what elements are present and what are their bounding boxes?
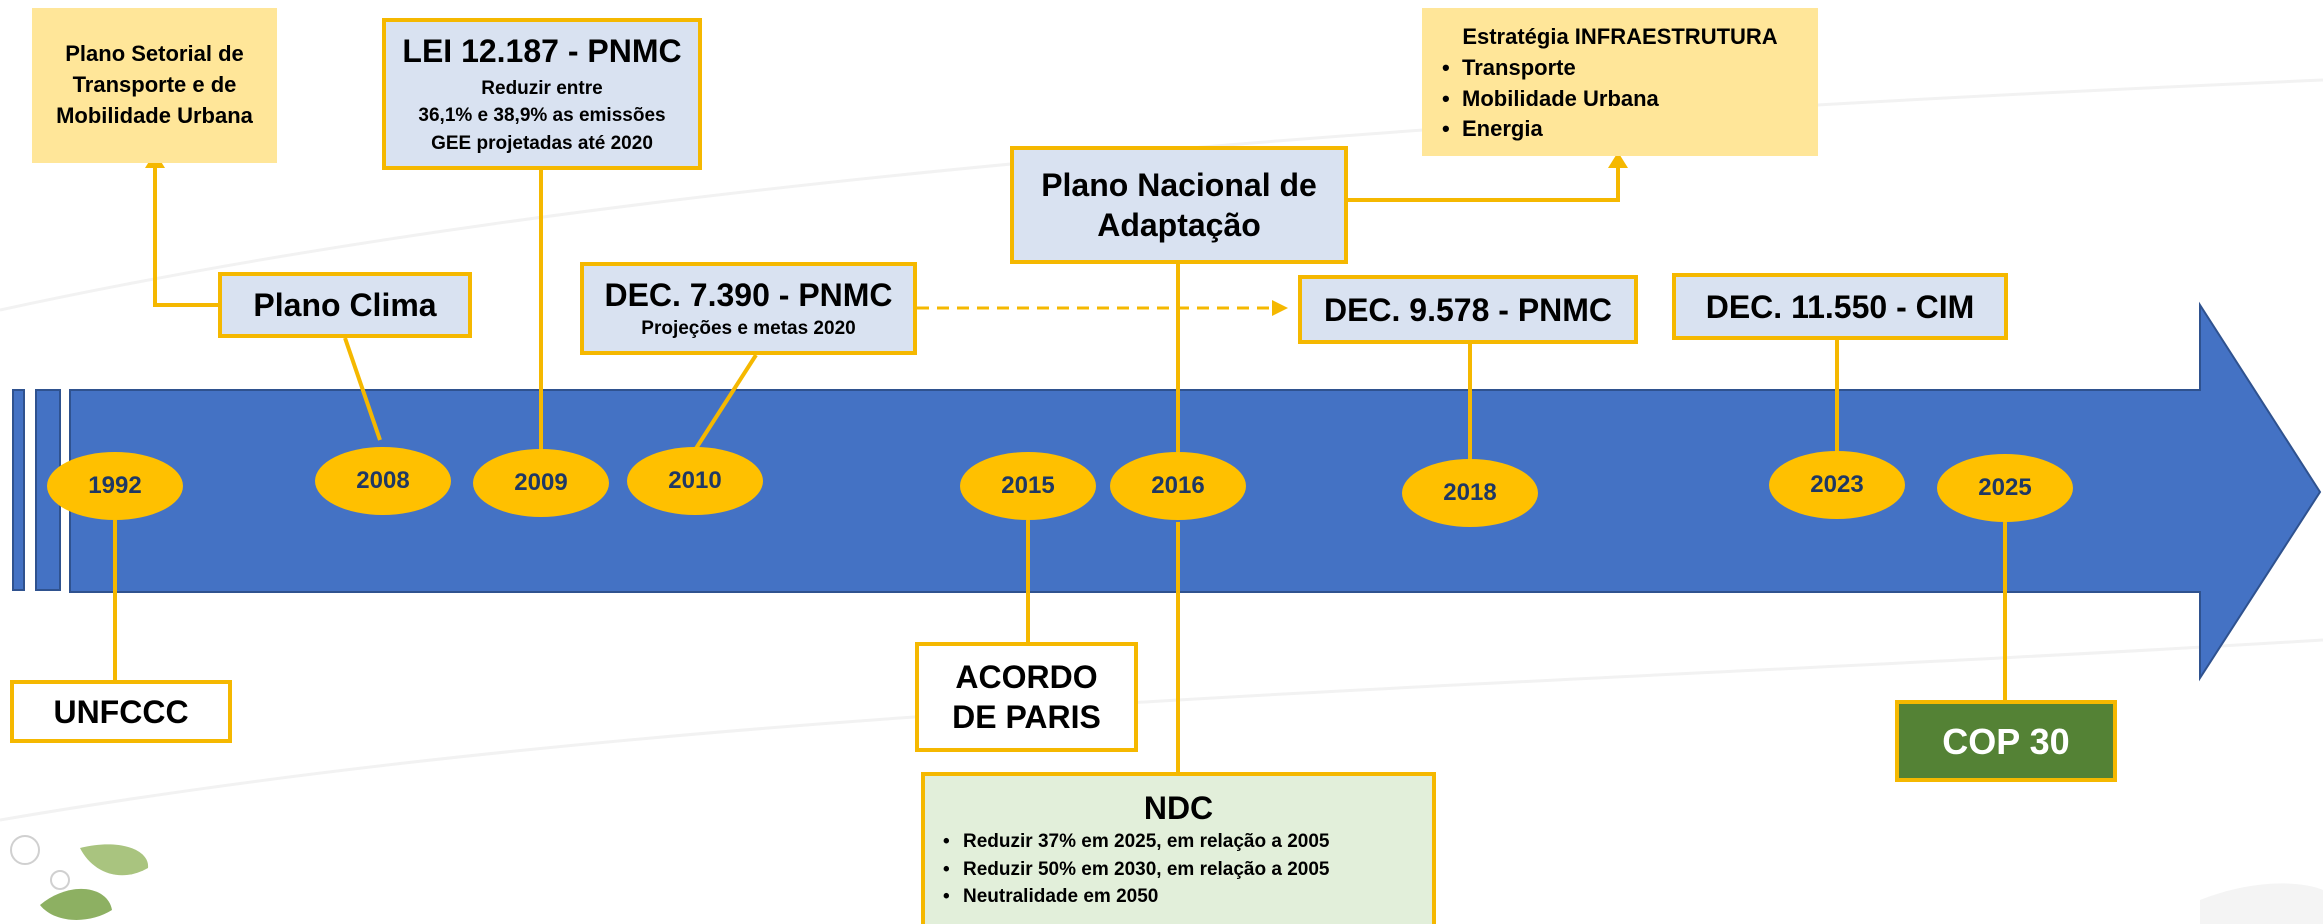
estrategia-list: Transporte Mobilidade Urbana Energia bbox=[1440, 53, 1800, 145]
plano-nacional-text: Plano Nacional de Adaptação bbox=[1041, 167, 1317, 243]
connector-lines bbox=[113, 162, 2007, 772]
plano-clima-text: Plano Clima bbox=[253, 287, 437, 323]
year-marker-2008: 2008 bbox=[315, 447, 451, 515]
cop30-box: COP 30 bbox=[1895, 700, 2117, 782]
unfccc-box: UNFCCC bbox=[10, 680, 232, 743]
year-marker-1992: 1992 bbox=[47, 452, 183, 520]
dec-7390-box: DEC. 7.390 - PNMC Projeções e metas 2020 bbox=[580, 262, 917, 355]
year-marker-2010: 2010 bbox=[627, 447, 763, 515]
plano-setorial-text: Plano Setorial de Transporte e de Mobili… bbox=[56, 41, 253, 128]
lei-12187-box: LEI 12.187 - PNMC Reduzir entre 36,1% e … bbox=[382, 18, 702, 170]
connector-plano-nacional-estrategia bbox=[1348, 162, 1620, 202]
arrowhead-dec9578 bbox=[1272, 300, 1288, 316]
lei-12187-line-2: 36,1% e 38,9% as emissões bbox=[418, 105, 666, 127]
lei-12187-line-3: GEE projetadas até 2020 bbox=[431, 132, 653, 154]
dec-11550-box: DEC. 11.550 - CIM bbox=[1672, 273, 2008, 340]
dec-9578-text: DEC. 9.578 - PNMC bbox=[1323, 291, 1613, 328]
dec-9578-box: DEC. 9.578 - PNMC bbox=[1298, 275, 1638, 344]
ndc-item: Reduzir 50% em 2030, em relação a 2005 bbox=[941, 856, 1416, 884]
year-marker-2015: 2015 bbox=[960, 452, 1096, 520]
unfccc-text: UNFCCC bbox=[53, 693, 189, 730]
estrategia-item: Mobilidade Urbana bbox=[1440, 84, 1800, 115]
ndc-item: Neutralidade em 2050 bbox=[941, 883, 1416, 911]
connector-plano-clima-setorial bbox=[153, 165, 218, 307]
estrategia-item: Transporte bbox=[1440, 53, 1800, 84]
plano-clima-box: Plano Clima bbox=[218, 272, 472, 338]
plano-nacional-box: Plano Nacional de Adaptação bbox=[1010, 146, 1348, 264]
estrategia-item: Energia bbox=[1440, 114, 1800, 145]
arrowhead-estrategia bbox=[1608, 152, 1628, 168]
cop30-text: COP 30 bbox=[1942, 720, 2070, 762]
acordo-paris-text: ACORDO DE PARIS bbox=[952, 659, 1101, 735]
lei-12187-title: LEI 12.187 - PNMC bbox=[402, 32, 682, 69]
acordo-paris-box: ACORDO DE PARIS bbox=[915, 642, 1138, 752]
connector-2008-plano-clima bbox=[343, 337, 382, 441]
dec-11550-text: DEC. 11.550 - CIM bbox=[1705, 288, 1975, 325]
year-marker-2016: 2016 bbox=[1110, 452, 1246, 520]
year-marker-2018: 2018 bbox=[1402, 459, 1538, 527]
ndc-item: Reduzir 37% em 2025, em relação a 2005 bbox=[941, 828, 1416, 856]
plano-setorial-box: Plano Setorial de Transporte e de Mobili… bbox=[32, 8, 277, 163]
year-marker-2025: 2025 bbox=[1937, 454, 2073, 522]
ndc-box: NDC Reduzir 37% em 2025, em relação a 20… bbox=[921, 772, 1436, 924]
year-marker-2023: 2023 bbox=[1769, 451, 1905, 519]
estrategia-box: Estratégia INFRAESTRUTURA Transporte Mob… bbox=[1422, 8, 1818, 156]
connector-2010-dec7390 bbox=[693, 353, 758, 452]
year-marker-2009: 2009 bbox=[473, 449, 609, 517]
estrategia-title: Estratégia INFRAESTRUTURA bbox=[1462, 24, 1778, 49]
timeline-arrow-tail-bar-1 bbox=[12, 389, 25, 591]
dec-7390-subtitle: Projeções e metas 2020 bbox=[641, 317, 856, 339]
dec-7390-title: DEC. 7.390 - PNMC bbox=[604, 276, 893, 313]
ndc-list: Reduzir 37% em 2025, em relação a 2005 R… bbox=[941, 828, 1416, 911]
ndc-title: NDC bbox=[1143, 790, 1214, 826]
lei-12187-line-1: Reduzir entre bbox=[481, 77, 603, 99]
